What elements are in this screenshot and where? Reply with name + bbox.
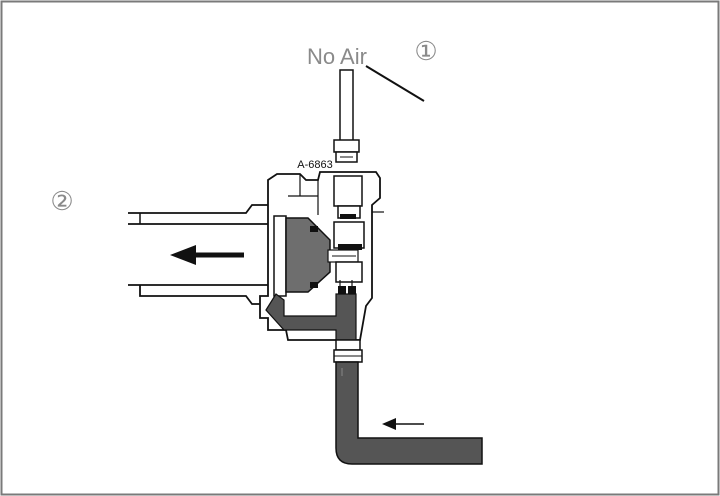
no-air-label: No Air (307, 44, 367, 69)
bottom-fitting (333, 339, 363, 363)
spool-chamber (333, 175, 365, 250)
part-number-label: A-6863 (297, 159, 332, 171)
inlet-hose (335, 361, 483, 465)
callout-2-label: ② (50, 186, 73, 216)
internal-flow-passage (265, 293, 357, 341)
outlet-flow-arrow (170, 245, 244, 265)
lower-valve (335, 261, 363, 296)
inlet-flow-arrow (382, 418, 424, 430)
leader-line-1 (365, 65, 425, 102)
outlet-pipe (128, 204, 270, 305)
top-air-tube (333, 69, 360, 163)
callout-1-label: ① (414, 36, 437, 66)
diaphragm-assembly (273, 215, 359, 297)
